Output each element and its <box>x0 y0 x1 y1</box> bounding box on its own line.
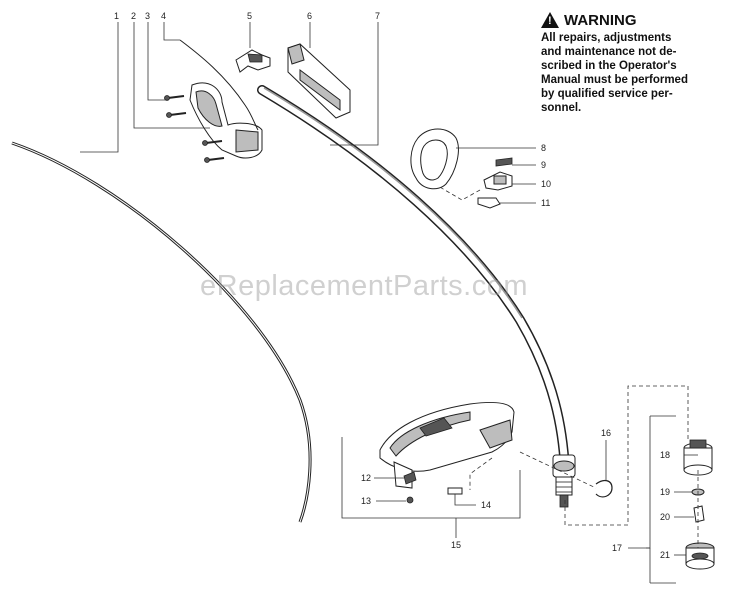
callout-6: 6 <box>307 11 312 21</box>
callout-13: 13 <box>361 496 371 506</box>
warning-line: sonnel. <box>541 102 582 114</box>
callout-19: 19 <box>660 487 670 497</box>
callout-9: 9 <box>541 160 546 170</box>
warning-line: by qualified service per- <box>541 88 673 100</box>
callout-2: 2 <box>131 11 136 21</box>
shaft-housing <box>257 85 570 475</box>
warning-box: ! WARNING All repairs, adjustments and m… <box>541 9 746 115</box>
warning-line: All repairs, adjustments <box>541 32 672 44</box>
leader-lines <box>80 22 698 584</box>
guard-clip <box>595 479 613 498</box>
callout-numbers: 1 2 3 4 5 6 7 8 9 10 11 12 13 14 15 16 1… <box>114 11 670 560</box>
callout-21: 21 <box>660 550 670 560</box>
callout-7: 7 <box>375 11 380 21</box>
callout-11: 11 <box>541 198 550 208</box>
warning-triangle-icon: ! <box>541 12 559 28</box>
callout-17: 17 <box>612 543 622 553</box>
warning-line: Manual must be performed <box>541 74 688 86</box>
trimmer-guard <box>379 401 515 489</box>
guard-hardware <box>403 471 463 504</box>
drive-cable <box>11 141 312 523</box>
callout-3: 3 <box>145 11 150 21</box>
loop-handle-hardware <box>477 157 513 209</box>
throttle-trigger <box>235 49 271 73</box>
throttle-handle <box>179 39 263 159</box>
callout-4: 4 <box>161 11 166 21</box>
warning-header: ! WARNING <box>541 9 746 31</box>
loop-handle <box>410 128 459 190</box>
callout-15: 15 <box>451 540 461 550</box>
callout-10: 10 <box>541 179 551 189</box>
trimmer-head <box>683 439 715 570</box>
callout-18: 18 <box>660 450 670 460</box>
callout-20: 20 <box>660 512 670 522</box>
warning-line: scribed in the Operator's <box>541 60 677 72</box>
warning-text: All repairs, adjustments and maintenance… <box>541 31 746 115</box>
warning-line: and maintenance not de- <box>541 46 677 58</box>
callout-5: 5 <box>247 11 252 21</box>
callout-1: 1 <box>114 11 119 21</box>
assembly-dashed-lines <box>437 185 699 548</box>
gearhead <box>552 454 576 508</box>
handle-screws <box>164 95 225 163</box>
warning-title: WARNING <box>564 11 637 29</box>
callout-12: 12 <box>361 473 371 483</box>
callout-14: 14 <box>481 500 491 510</box>
callout-8: 8 <box>541 143 546 153</box>
callout-16: 16 <box>601 428 611 438</box>
handle-bracket <box>287 43 351 119</box>
watermark: eReplacementParts.com <box>200 270 529 302</box>
